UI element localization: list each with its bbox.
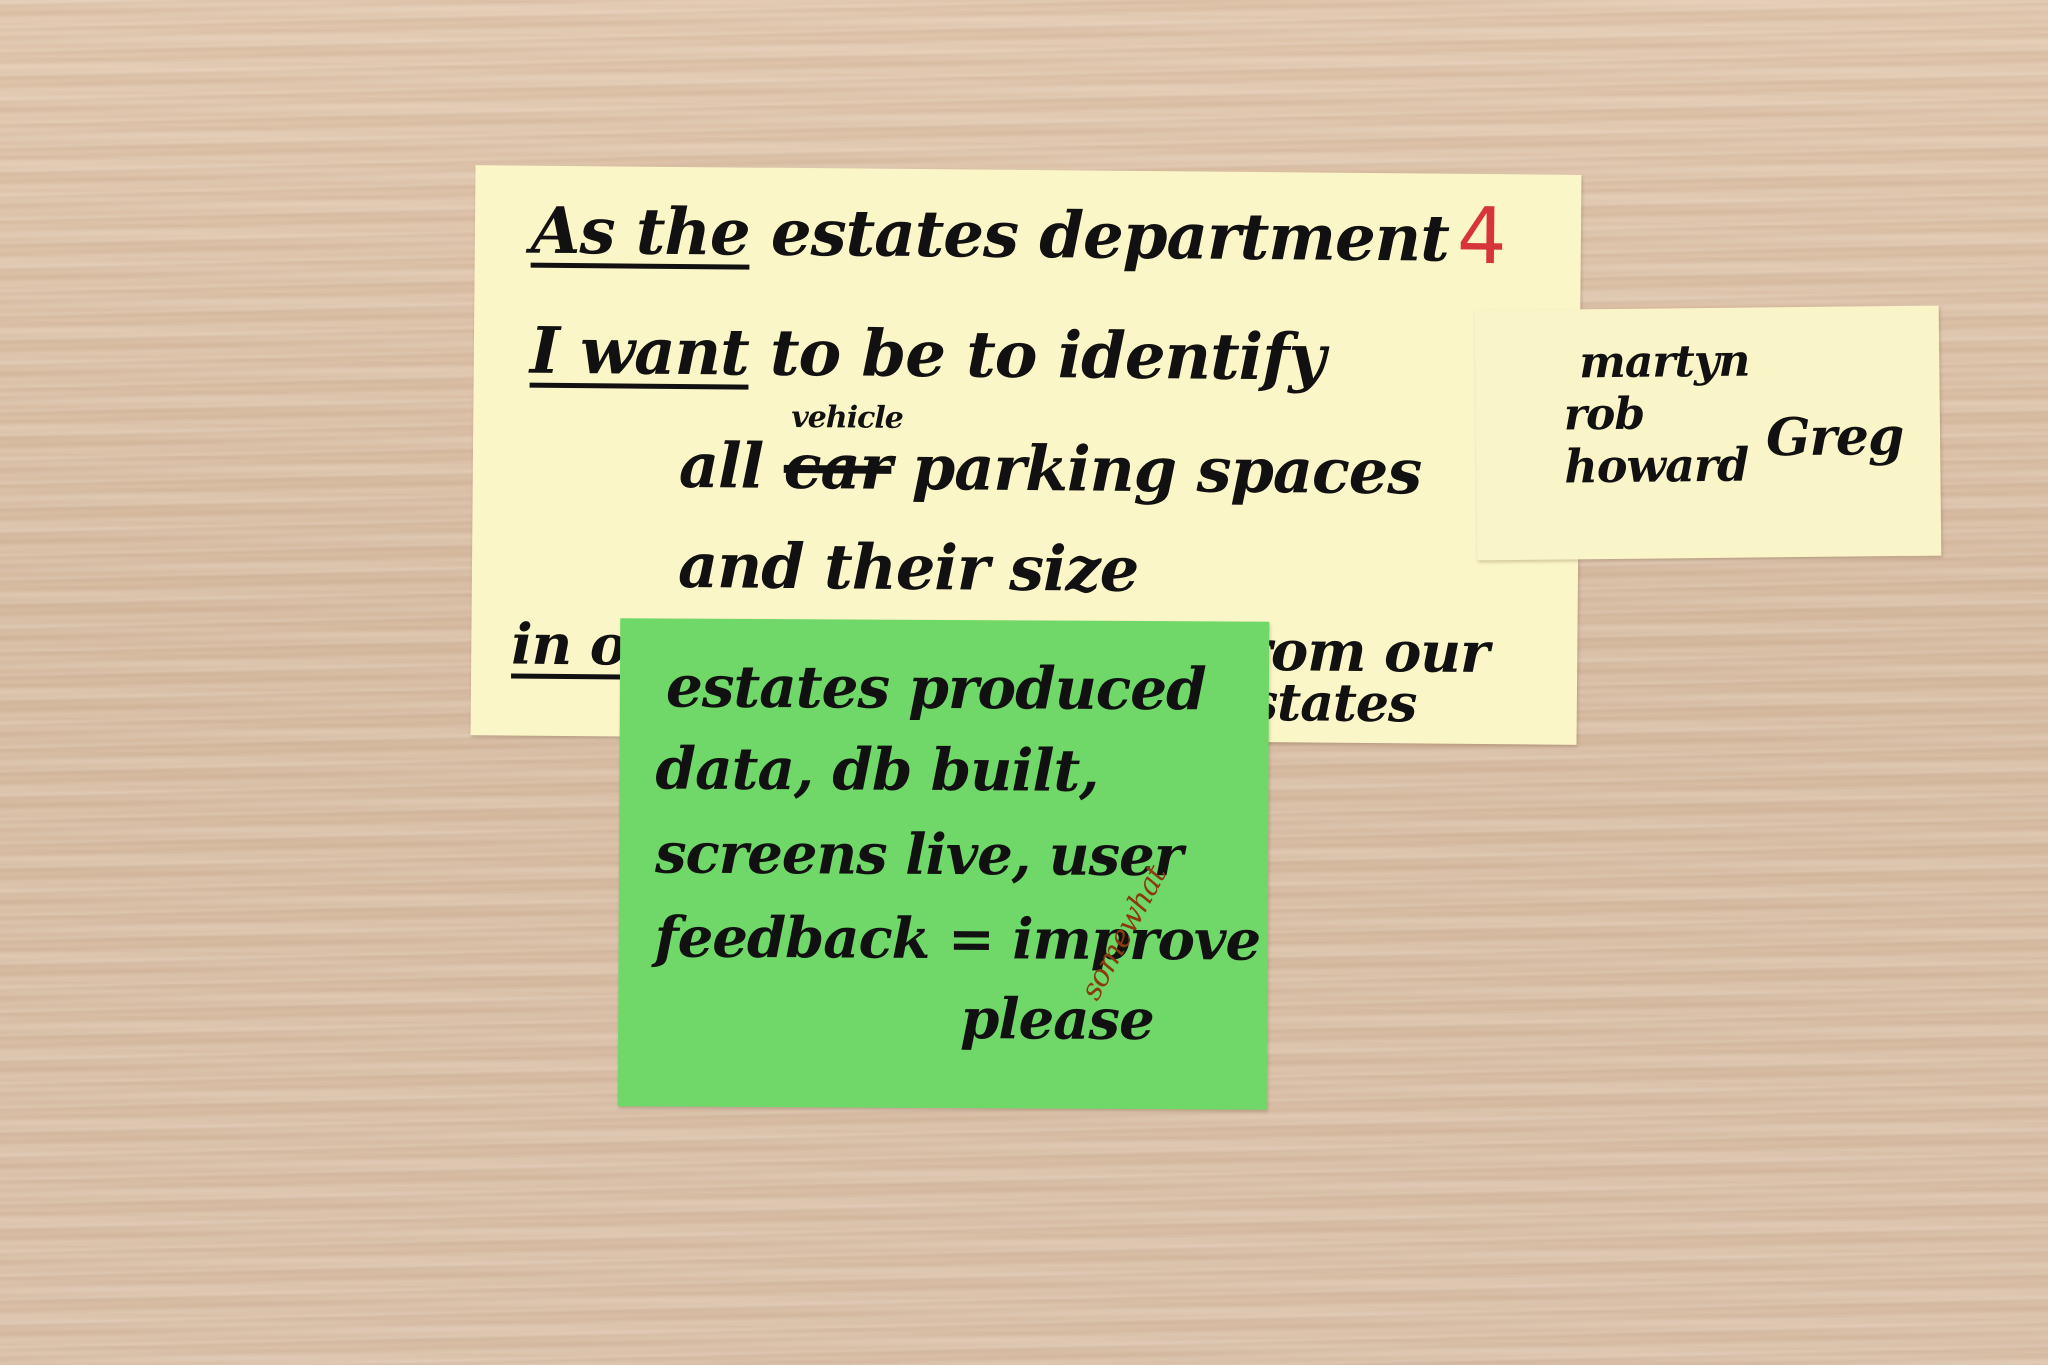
criteria-line-2: data, db built,	[655, 734, 1099, 805]
story-want-line: I want to be to identify	[530, 314, 1325, 396]
story-role: estates department	[770, 195, 1450, 277]
name-greg: Greg	[1765, 405, 1904, 469]
story-want-prefix: I want	[529, 313, 750, 391]
acceptance-sticky-note: estates produced data, db built, screens…	[617, 618, 1270, 1110]
names-sticky-note: martyn rob howard Greg	[1474, 305, 1942, 561]
criteria-line-4: feedback = improve	[654, 904, 1261, 974]
story-size-line: and their size	[677, 528, 1139, 606]
criteria-line-1: estates produced	[665, 652, 1206, 724]
criteria-line-3: screens live, user	[654, 820, 1183, 890]
story-parking-spaces: parking spaces	[911, 431, 1422, 509]
name-martyn: martyn	[1578, 335, 1750, 389]
story-all: all	[678, 428, 764, 503]
story-want: to be to identify	[769, 315, 1326, 396]
story-role-prefix: As the	[530, 193, 751, 271]
name-howard: howard	[1564, 437, 1749, 494]
story-parking-line: all car parking spaces	[679, 429, 1422, 508]
name-rob: rob	[1563, 388, 1645, 441]
card-number: 4	[1456, 191, 1506, 283]
story-role-line: As the estates department	[531, 194, 1450, 277]
story-struck-word: car	[783, 429, 892, 504]
criteria-line-5: please	[960, 986, 1154, 1054]
